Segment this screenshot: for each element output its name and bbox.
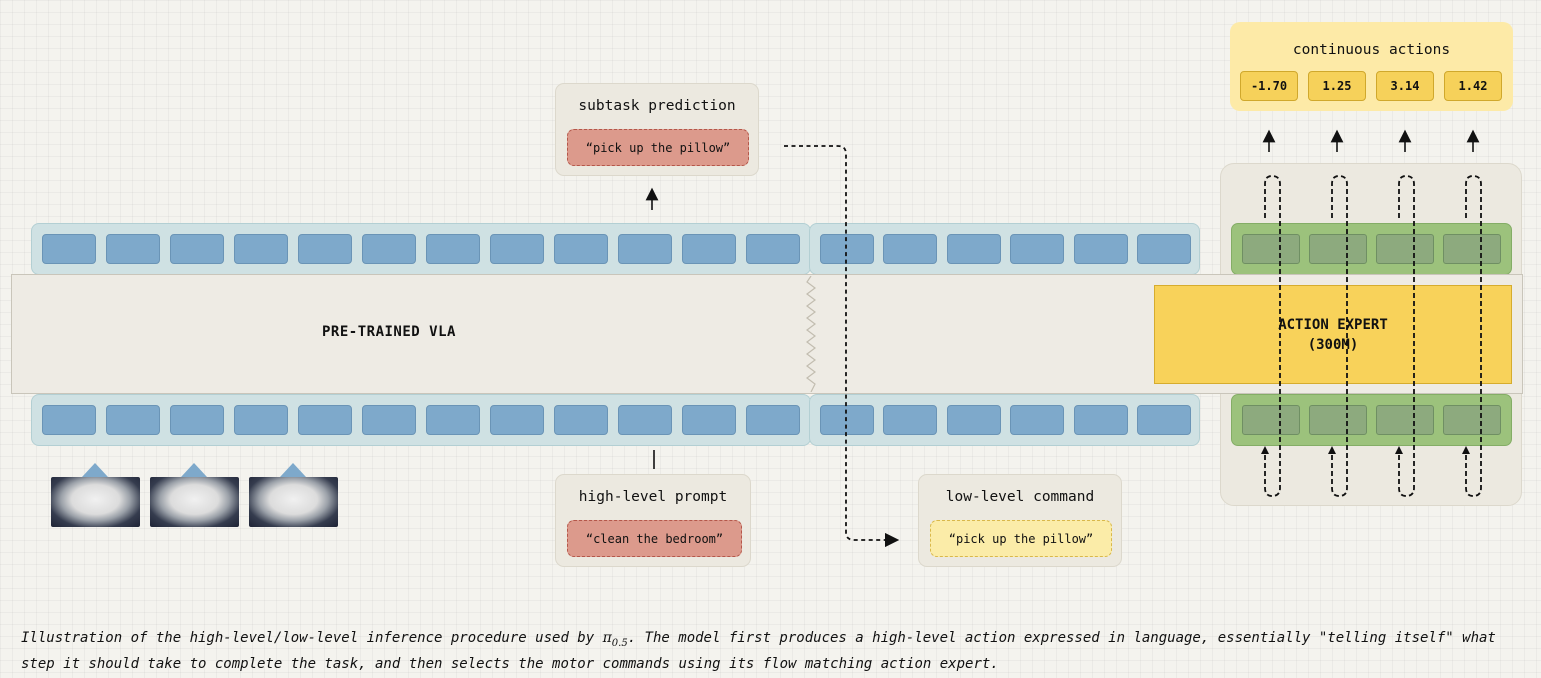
flow-matching-loops (1264, 175, 1482, 497)
bottom-token-4 (234, 405, 288, 435)
top-token-11 (682, 234, 736, 264)
bottom-token-8 (490, 405, 544, 435)
subtask-prediction-panel: subtask prediction “pick up the pillow” (555, 83, 759, 176)
low-level-command-title: low-level command (945, 489, 1095, 505)
top-action-token-4 (1443, 234, 1501, 264)
bottom-action-token-1 (1242, 405, 1300, 435)
top-token-1 (42, 234, 96, 264)
figure-caption: Illustration of the high-level/low-level… (21, 628, 1521, 674)
subtask-prediction-title: subtask prediction (578, 98, 736, 114)
top-token-3 (170, 234, 224, 264)
top-token-8 (490, 234, 544, 264)
low-level-command-text: “pick up the pillow” (930, 520, 1112, 557)
subtask-to-command-arrow (784, 145, 900, 548)
top-token-12 (746, 234, 800, 264)
caption-pi: π (602, 630, 612, 646)
high-level-prompt-title: high-level prompt (578, 489, 728, 505)
bottom-token-16 (1010, 405, 1065, 435)
bottom-token-6 (362, 405, 416, 435)
top-token-18 (1137, 234, 1191, 264)
top-token-9 (554, 234, 608, 264)
camera-image-1 (51, 477, 140, 527)
top-token-17 (1073, 234, 1128, 264)
caption-suffix: . The model first produces a high-level … (21, 630, 1496, 672)
top-token-15 (946, 234, 1001, 264)
top-action-token-1 (1242, 234, 1300, 264)
bottom-action-token-2 (1309, 405, 1367, 435)
continuous-action-value-2: 1.25 (1308, 71, 1366, 101)
bottom-token-strip-left (31, 394, 811, 446)
high-level-prompt-text: “clean the bedroom” (567, 520, 742, 557)
top-token-strip-right (809, 223, 1200, 275)
top-token-2 (106, 234, 160, 264)
action-expert-box: ACTION EXPERT (300M) (1154, 285, 1512, 384)
subtask-prediction-text: “pick up the pillow” (567, 129, 749, 166)
bottom-token-1 (42, 405, 96, 435)
pretrained-vla-label: PRE-TRAINED VLA (322, 324, 456, 340)
bottom-action-token-3 (1376, 405, 1434, 435)
top-token-14 (883, 234, 938, 264)
top-token-strip-left (31, 223, 811, 275)
bottom-token-17 (1073, 405, 1128, 435)
bottom-token-7 (426, 405, 480, 435)
camera-image-3 (249, 477, 338, 527)
image-token-pointer-1 (82, 463, 108, 477)
bottom-token-5 (298, 405, 352, 435)
top-token-13 (820, 234, 874, 264)
top-action-token-2 (1309, 234, 1367, 264)
continuous-action-value-3: 3.14 (1376, 71, 1434, 101)
action-expert-title: ACTION EXPERT (1278, 316, 1388, 333)
top-token-7 (426, 234, 480, 264)
image-token-pointer-3 (280, 463, 306, 477)
caption-prefix: Illustration of the high-level/low-level… (21, 630, 603, 646)
seam-zigzag (806, 276, 816, 392)
action-output-arrows (1262, 129, 1480, 152)
image-token-pointer-2 (181, 463, 207, 477)
camera-image-2 (150, 477, 239, 527)
flow-matching-arrowheads (1261, 446, 1470, 454)
bottom-token-strip-right (809, 394, 1200, 446)
top-token-16 (1010, 234, 1065, 264)
continuous-actions-title: continuous actions (1292, 42, 1451, 58)
bottom-token-9 (554, 405, 608, 435)
high-level-prompt-panel: high-level prompt “clean the bedroom” (555, 474, 751, 567)
bottom-token-3 (170, 405, 224, 435)
continuous-action-value-1: -1.70 (1240, 71, 1298, 101)
top-action-token-3 (1376, 234, 1434, 264)
continuous-action-value-4: 1.42 (1444, 71, 1502, 101)
top-token-5 (298, 234, 352, 264)
bottom-token-12 (746, 405, 800, 435)
bottom-token-2 (106, 405, 160, 435)
bottom-token-13 (820, 405, 874, 435)
bottom-action-token-4 (1443, 405, 1501, 435)
top-token-4 (234, 234, 288, 264)
low-level-command-panel: low-level command “pick up the pillow” (918, 474, 1122, 567)
top-token-10 (618, 234, 672, 264)
caption-pi-subscript: 0.5 (611, 637, 628, 649)
bottom-token-15 (946, 405, 1001, 435)
bottom-token-14 (883, 405, 938, 435)
bottom-token-18 (1137, 405, 1191, 435)
bottom-token-10 (618, 405, 672, 435)
top-token-6 (362, 234, 416, 264)
bottom-token-11 (682, 405, 736, 435)
action-expert-size: (300M) (1307, 336, 1359, 353)
